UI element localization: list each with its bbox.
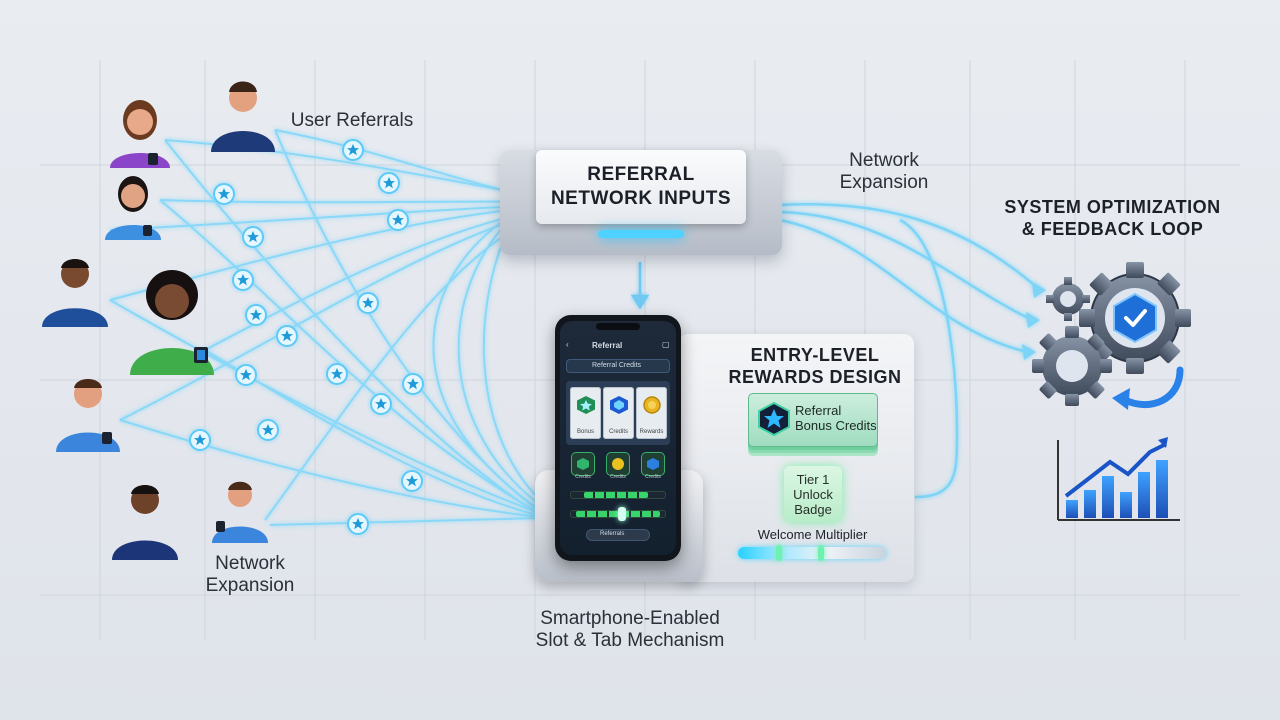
slot-reel-credits[interactable]: Credits [603,387,634,439]
gear-cluster [1032,262,1191,410]
phone-screen: ‹ Referral ▢ Referral Credits Bonus Cred… [560,321,676,555]
coin-icon [612,458,624,470]
star-icon [387,209,409,231]
gem-icon [647,458,659,470]
network-expansion-bottom-label: Network Expansion [205,553,295,596]
tab-button-shield[interactable] [572,453,594,475]
smartphone-mechanism-label: Smartphone-Enabled Slot & Tab Mechanism [535,608,725,651]
star-icon [342,139,364,161]
phone-notch [596,323,640,330]
gear-icon [1046,277,1090,321]
user-referrals-label: User Referrals [290,110,414,131]
star-icon [242,226,264,248]
rewards-design-heading: ENTRY-LEVEL REWARDS DESIGN [728,345,902,387]
network-expansion-flow-lines [779,203,1041,499]
star-icon [402,373,424,395]
input-title-line-1: REFERRAL [587,164,695,185]
person-icon [110,100,170,168]
star-icon [245,304,267,326]
progress-track [570,491,666,499]
system-optimization-heading: SYSTEM OPTIMIZATION & FEEDBACK LOOP [1004,197,1221,239]
referral-flow-lines [109,129,546,526]
shield-star-icon [758,402,790,436]
tab-button-coin[interactable] [607,453,629,475]
slot-reel-rewards[interactable]: Rewards [636,387,667,439]
star-icon [213,183,235,205]
star-icon [401,470,423,492]
phone-banner: Referral Credits [566,359,670,373]
person-icon [130,270,214,375]
person-icon [211,81,275,152]
person-icon [42,259,108,327]
person-icon [105,176,161,240]
bar-chart-icon [1057,437,1180,521]
person-icon [112,485,178,560]
star-icon [347,513,369,535]
input-to-phone-arrow [630,262,650,310]
star-nodes [189,139,424,535]
tab-button-gem[interactable] [642,453,664,475]
slider-track[interactable] [570,507,666,521]
input-panel-glow-indicator [598,230,684,238]
gem-icon [610,396,628,414]
input-title-line-2: NETWORK INPUTS [550,188,732,209]
star-icon [326,363,348,385]
phone-header-title: Referral [592,341,623,350]
star-icon [189,429,211,451]
slot-reel-bonus[interactable]: Bonus [570,387,601,439]
flow-arrowheads [1022,282,1046,360]
star-icon [378,172,400,194]
network-expansion-top-label: Network Expansion [839,150,929,193]
star-icon [370,393,392,415]
referral-network-inputs-card: REFERRAL NETWORK INPUTS [536,150,746,224]
coin-icon [643,396,661,414]
welcome-multiplier-label: Welcome Multiplier [757,527,868,542]
referral-bonus-credits-card: Referral Bonus Credits [748,393,878,447]
phone-menu-icon[interactable]: ▢ [662,340,670,349]
star-icon [235,364,257,386]
slider-handle[interactable] [618,507,626,521]
multiplier-marker [818,545,824,561]
star-icon [232,269,254,291]
rewards-design-panel [678,334,914,582]
refresh-arrow-head [1112,388,1130,410]
people-group [42,81,275,560]
star-icon [357,292,379,314]
refresh-arrow-icon [1121,366,1184,408]
star-icon [276,325,298,347]
gear-icon [1079,262,1191,374]
shield-star-icon [577,396,595,414]
referrals-button[interactable]: Referrals [586,529,650,541]
back-chevron-icon[interactable]: ‹ [566,340,569,349]
gear-icon [1032,326,1112,406]
person-icon [56,379,120,452]
progress-fill [584,492,648,498]
star-icon [257,419,279,441]
welcome-multiplier-bar [738,545,886,561]
shield-star-icon [577,458,589,470]
person-icon [212,481,268,543]
multiplier-marker [776,545,782,561]
tier-1-unlock-badge: Tier 1 Unlock Badge [784,466,842,522]
